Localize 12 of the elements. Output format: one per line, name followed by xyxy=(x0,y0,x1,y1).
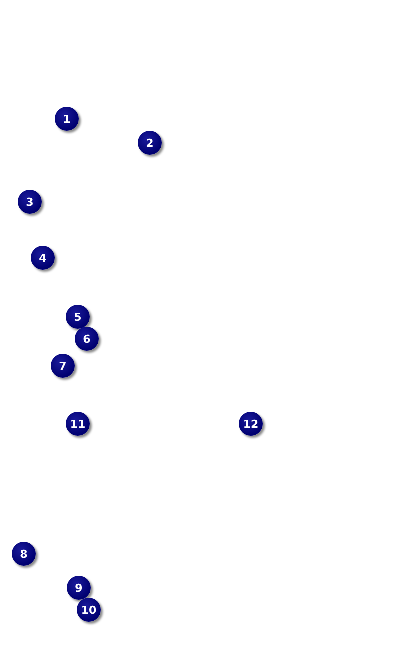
callout-number: 12 xyxy=(239,412,263,436)
callout-number: 11 xyxy=(66,412,90,436)
callout-number: 6 xyxy=(75,327,99,351)
callout-number: 7 xyxy=(51,354,75,378)
callout-number: 2 xyxy=(138,131,162,155)
callout-number: 9 xyxy=(67,576,91,600)
callout-number: 4 xyxy=(31,246,55,270)
callout-number: 8 xyxy=(12,542,36,566)
callout-number: 5 xyxy=(66,305,90,329)
callout-number: 10 xyxy=(77,598,101,622)
callout-number: 1 xyxy=(55,107,79,131)
callout-number: 3 xyxy=(18,190,42,214)
